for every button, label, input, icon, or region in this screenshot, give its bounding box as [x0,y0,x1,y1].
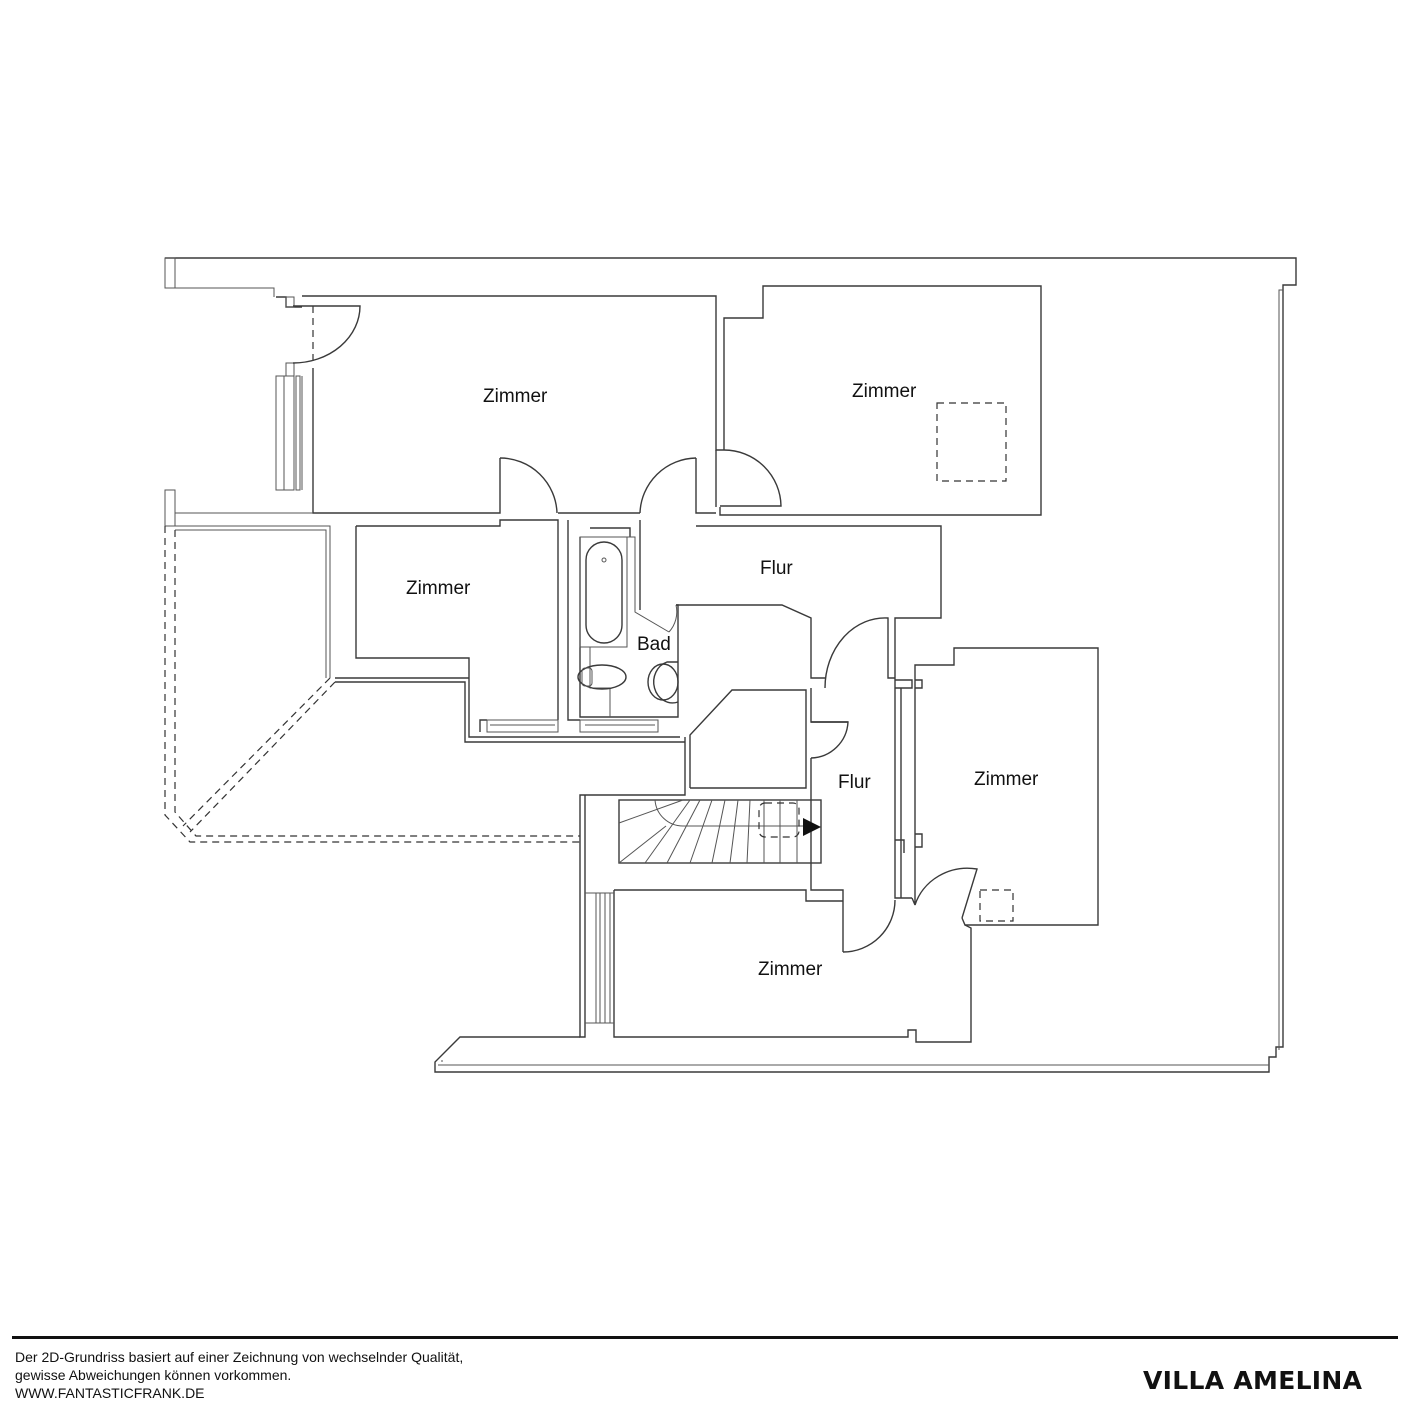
website-link[interactable]: WWW.FANTASTICFRANK.DE [15,1385,205,1401]
bathtub [585,541,623,644]
room-label-zimmer-e: Zimmer [974,769,1039,790]
room-zimmer-e [911,647,1099,926]
room-label-zimmer-w: Zimmer [406,578,471,599]
room-zimmer-w [175,519,685,743]
sink [653,661,679,704]
footer-divider [12,1336,1398,1339]
room-zimmer-ne [715,285,1042,516]
door-swing [810,721,849,759]
room-label-flur-north: Flur [760,558,793,579]
room-label-zimmer-ne: Zimmer [852,381,917,402]
room-label-zimmer-nw: Zimmer [483,386,548,407]
door-swing [914,867,978,919]
room-label-bad: Bad [637,634,671,655]
footer-disclaimer: Der 2D-Grundriss basiert auf einer Zeich… [15,1348,463,1402]
room-zimmer-s [585,889,972,1043]
disclaimer-line-2: gewisse Abweichungen können vorkommen. [15,1367,292,1383]
door-swing [842,899,896,953]
door-swing [824,617,895,689]
room-flur-north [639,520,942,688]
toilet [577,664,627,690]
door-swing [292,305,361,364]
outer-terrace-outline [164,257,1297,1073]
door-swing [499,457,558,514]
room-bad [567,520,679,733]
staircase [579,788,822,1038]
room-label-zimmer-s: Zimmer [758,959,823,980]
door-swing [720,449,782,507]
brand-title: VILLA AMELINA [1143,1366,1363,1395]
room-zimmer-nw [164,295,724,527]
stair-direction-arrow [803,818,821,836]
room-label-flur-central: Flur [838,772,871,793]
room-flur-central [684,617,913,953]
balcony-dashed-outline [164,526,580,843]
door-swing [639,457,697,514]
disclaimer-line-1: Der 2D-Grundriss basiert auf einer Zeich… [15,1349,464,1365]
